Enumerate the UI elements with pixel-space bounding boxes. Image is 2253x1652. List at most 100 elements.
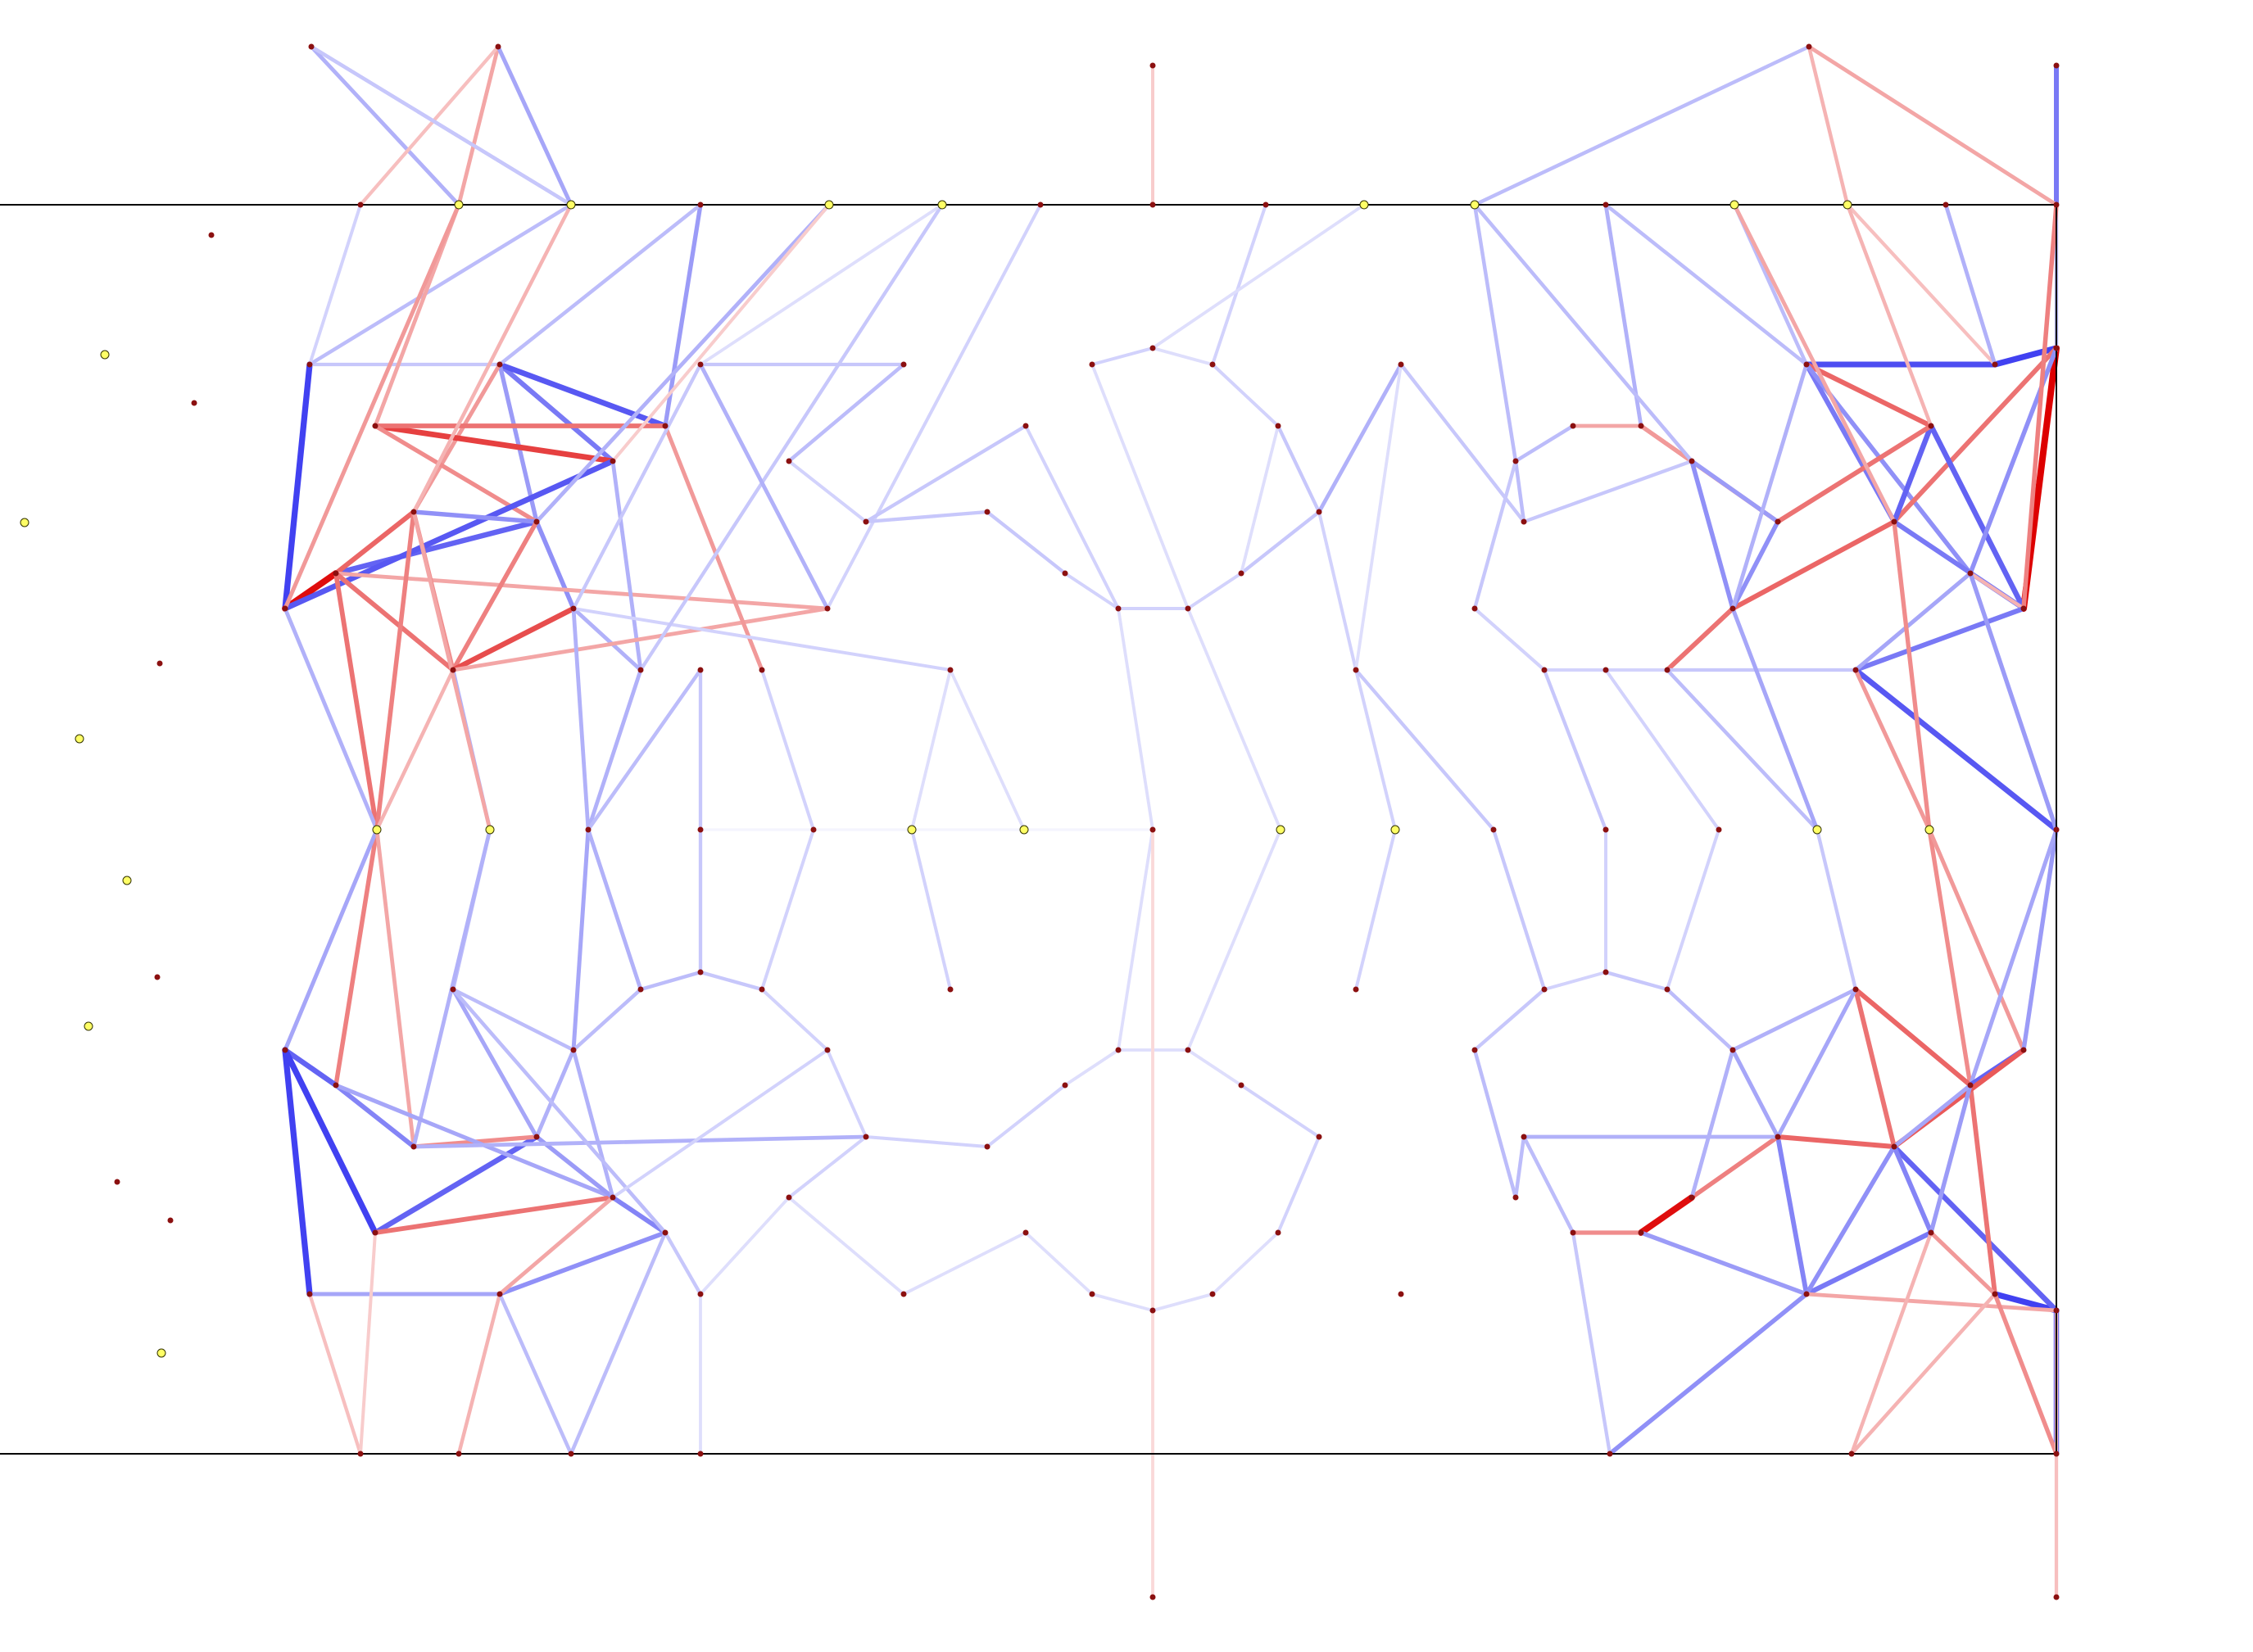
node-u30 [1209, 361, 1216, 368]
node-l24 [1115, 1047, 1122, 1053]
node-q3 [1602, 969, 1609, 975]
compression-member-164 [282, 1047, 313, 1297]
tension-member-108 [611, 203, 831, 463]
compression-member-15 [496, 361, 669, 429]
node-r15 [2053, 345, 2060, 351]
tension-member-69 [1892, 346, 2059, 524]
node-t8 [1149, 201, 1156, 208]
node-u6 [410, 509, 417, 515]
compression-member-242 [1607, 1292, 1809, 1456]
node-q17 [1992, 1291, 1998, 1297]
node-q13 [1852, 986, 1859, 993]
tension-member-34 [451, 606, 830, 672]
tension-member-159 [1927, 827, 1973, 1088]
compression-member-117 [1472, 202, 1694, 464]
node-q8 [1521, 1134, 1527, 1140]
node-r10 [1891, 518, 1897, 525]
node-u11 [824, 605, 831, 612]
free-node-2 [75, 734, 84, 744]
node-l20 [697, 1291, 704, 1297]
free-node-11 [1470, 200, 1480, 210]
compression-member-54 [1211, 363, 1280, 428]
node-r8 [1775, 518, 1781, 525]
compression-member-158 [1815, 827, 1858, 992]
compression-member-174 [411, 1134, 868, 1149]
compression-member-87 [1513, 459, 1526, 524]
tension-member-114 [1845, 202, 1933, 428]
tension-member-218 [1853, 987, 1973, 1088]
node-l8 [282, 1047, 288, 1053]
compression-member-229 [1603, 970, 1670, 992]
compression-member-193 [1211, 1231, 1280, 1296]
node-r6 [1471, 605, 1478, 612]
free-node-8 [824, 200, 834, 210]
compression-member-161 [2021, 827, 2059, 1052]
node-b6 [1848, 1451, 1855, 1457]
node-m8 [1149, 826, 1156, 833]
node-r12 [1992, 361, 1998, 368]
node-l5 [947, 986, 954, 993]
compression-member-226 [1472, 1048, 1518, 1200]
node-l14 [610, 1194, 616, 1201]
tension-member-106 [411, 202, 573, 514]
compression-member-233 [1689, 1048, 1735, 1200]
free-node-19 [1390, 825, 1400, 835]
compression-member-38 [572, 607, 952, 672]
compression-member-128 [760, 668, 815, 831]
node-u18 [900, 361, 907, 368]
node-u33 [1353, 667, 1359, 673]
node-l6 [570, 1047, 577, 1053]
compression-member-135 [1542, 668, 1608, 832]
tension-member-222 [1929, 1230, 1997, 1297]
compression-member-49 [1063, 572, 1120, 610]
tension-member-160 [1927, 827, 2026, 1052]
node-m3 [585, 826, 592, 833]
compression-member-46 [864, 509, 990, 524]
node-q10 [1689, 1194, 1695, 1201]
compression-member-168 [372, 1134, 540, 1236]
node-q12 [1803, 1291, 1810, 1297]
compression-member-125 [571, 606, 591, 832]
node-b3 [568, 1451, 574, 1457]
node-a1 [308, 43, 315, 50]
node-l12 [863, 1134, 869, 1140]
node-b8 [1149, 1594, 1156, 1600]
compression-member-187 [986, 1084, 1067, 1148]
node-a2 [495, 43, 501, 50]
node-r13 [1967, 570, 1974, 577]
compression-member-223 [1775, 987, 1858, 1139]
node-l7 [824, 1047, 831, 1053]
node-l23 [1089, 1291, 1095, 1297]
compression-member-102 [1472, 202, 1518, 464]
node-r18 [1664, 667, 1670, 673]
free-node-0 [100, 350, 110, 360]
free-node-21 [1924, 825, 1934, 835]
compression-member-57 [1239, 509, 1321, 576]
node-r4 [1638, 423, 1644, 429]
compression-member-188 [1063, 1048, 1120, 1087]
tension-member-138 [1853, 668, 1932, 832]
node-q9 [1638, 1229, 1644, 1236]
compression-member-167 [333, 1083, 416, 1149]
compression-member-225 [1513, 1134, 1526, 1200]
compression-member-172 [534, 1134, 615, 1200]
node-u32 [1398, 361, 1404, 368]
node-l28 [1238, 1082, 1244, 1089]
node-l21 [900, 1291, 907, 1297]
node-r17 [1602, 667, 1609, 673]
compression-member-250 [1571, 1230, 1612, 1456]
node-l1 [450, 986, 456, 993]
node-l13 [984, 1143, 991, 1150]
compression-member-131 [1117, 607, 1154, 831]
compression-member-60 [1240, 424, 1280, 575]
compression-member-37 [534, 202, 832, 524]
node-r9 [1803, 361, 1810, 368]
compression-member-96 [1473, 607, 1546, 672]
compression-member-5 [309, 44, 573, 207]
node-r14 [2020, 605, 2027, 612]
tension-member-142 [333, 827, 379, 1088]
tension-member-246 [1849, 1230, 1933, 1456]
compression-member-140 [1968, 571, 2059, 832]
compression-member-231 [1730, 987, 1858, 1052]
node-u2 [496, 361, 503, 368]
